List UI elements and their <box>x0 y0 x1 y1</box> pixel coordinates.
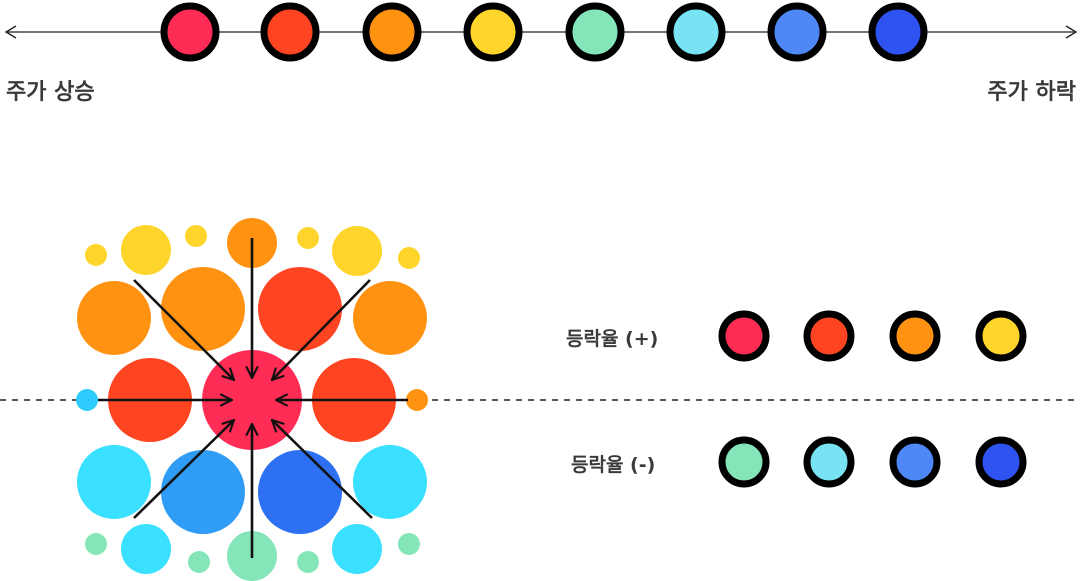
bubble <box>188 551 210 573</box>
bubble <box>297 227 319 249</box>
bubble <box>85 244 107 266</box>
bubble <box>353 281 427 355</box>
scale-dot <box>767 2 827 62</box>
legend-negative-dots <box>718 436 1027 488</box>
legend-dot <box>718 310 770 362</box>
scale-dot <box>463 2 523 62</box>
bubble <box>332 226 382 276</box>
bubble <box>258 450 342 534</box>
bubble <box>353 445 427 519</box>
legend-dot <box>803 436 855 488</box>
bubble <box>161 267 245 351</box>
legend-dot <box>889 436 941 488</box>
scale-dots <box>160 2 928 62</box>
price-down-label: 주가 하락 <box>987 80 1076 105</box>
legend-dot <box>975 436 1027 488</box>
bubble <box>85 533 107 555</box>
bubble <box>332 524 382 574</box>
bubble <box>258 267 342 351</box>
scale-right-arrowhead <box>1065 25 1078 39</box>
legend-positive-dots <box>718 310 1027 362</box>
legend-dot <box>889 310 941 362</box>
scale-dot <box>868 2 928 62</box>
bubble <box>398 247 420 269</box>
legend-dot <box>718 436 770 488</box>
bubble <box>77 445 151 519</box>
bubble <box>77 281 151 355</box>
bubble <box>76 389 98 411</box>
legend-positive-label: 등락율 (+) <box>566 328 659 350</box>
bubble <box>297 551 319 573</box>
bubble <box>121 225 171 275</box>
price-scale <box>4 2 1078 62</box>
scale-dot <box>260 2 320 62</box>
bubble <box>406 389 428 411</box>
scale-dot <box>666 2 726 62</box>
bubble <box>121 524 171 574</box>
bubble <box>161 450 245 534</box>
legend-dot <box>803 310 855 362</box>
price-up-label: 주가 상승 <box>6 80 95 105</box>
convergence-arrows <box>98 238 408 558</box>
convergence-arrow <box>133 420 234 519</box>
scale-dot <box>160 2 220 62</box>
scale-dot <box>362 2 422 62</box>
legend-dot <box>975 310 1027 362</box>
scale-dot <box>565 2 625 62</box>
legend-negative-label: 등락율 (-) <box>571 454 656 476</box>
convergence-arrow <box>133 279 234 380</box>
convergence-arrow <box>272 279 371 380</box>
convergence-arrow <box>272 420 373 519</box>
scale-left-arrowhead <box>4 25 17 39</box>
bubble <box>185 225 207 247</box>
bubble <box>398 533 420 555</box>
